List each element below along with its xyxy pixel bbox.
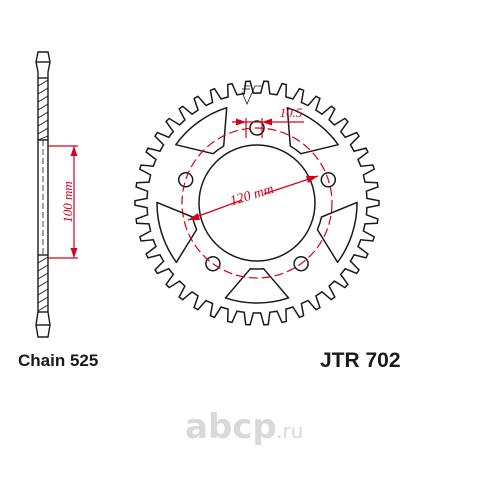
center-bore bbox=[198, 144, 316, 262]
lightening-hole bbox=[156, 201, 198, 264]
watermark-tld: .ru bbox=[276, 419, 303, 443]
watermark-brand: abcp bbox=[185, 407, 277, 447]
surface-finish-icon bbox=[241, 85, 262, 106]
lightening-hole bbox=[224, 267, 290, 304]
chain-label: Chain 525 bbox=[18, 351, 98, 370]
lightening-hole bbox=[316, 201, 358, 264]
sprocket-teeth bbox=[134, 80, 380, 326]
bolt-holes bbox=[177, 120, 337, 272]
lightening-holes bbox=[156, 106, 358, 304]
hole-dimension bbox=[232, 118, 304, 138]
pcd-dimension bbox=[181, 127, 333, 279]
hole-dimension-label: 10.5 bbox=[280, 105, 303, 120]
lightening-hole bbox=[286, 106, 339, 155]
bolt-hole bbox=[293, 255, 309, 272]
sprocket-outline bbox=[134, 80, 380, 326]
height-dimension bbox=[48, 145, 78, 259]
bolt-hole bbox=[320, 172, 337, 188]
lightening-hole bbox=[175, 106, 228, 155]
part-number: JTR 702 bbox=[320, 349, 401, 372]
height-dimension-label: 100 mm bbox=[60, 181, 75, 223]
side-profile bbox=[35, 51, 51, 338]
pcd-dimension-label: 120 mm bbox=[228, 182, 275, 209]
bolt-hole bbox=[177, 172, 194, 188]
bolt-hole bbox=[205, 255, 221, 272]
abcp-watermark-logo: abcp .ru bbox=[185, 407, 303, 447]
